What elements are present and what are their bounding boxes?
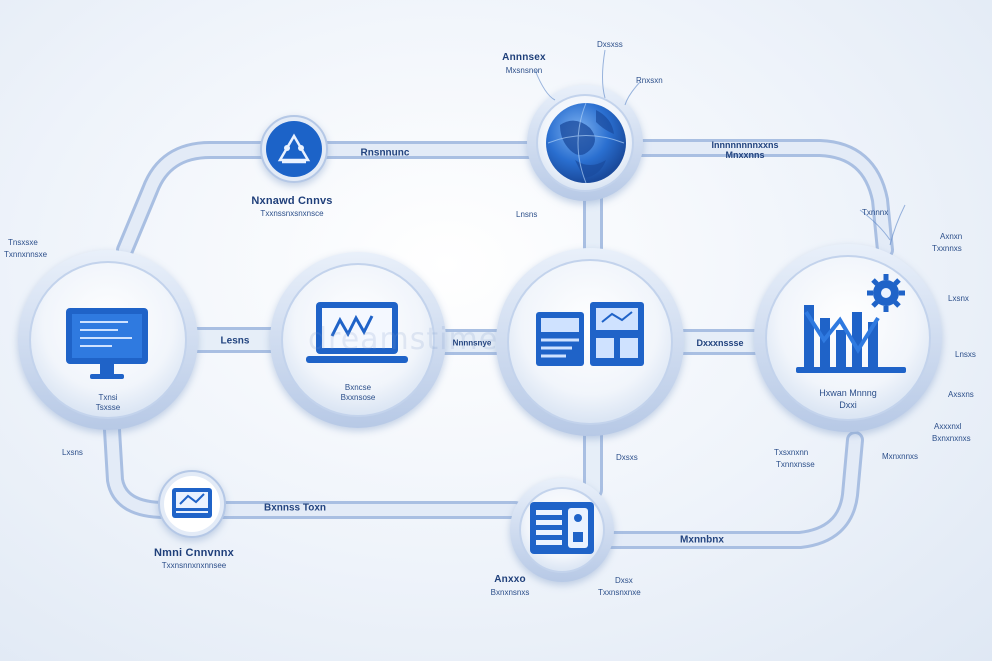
annotation-right-3: Axsxns — [948, 390, 974, 399]
connector-tracks — [103, 139, 894, 549]
annotation-top-right: Txnnnx — [862, 208, 889, 217]
chart-gear-sublabel: Dxxi — [839, 400, 857, 410]
connector-label-right: Dxxxnssse — [696, 338, 744, 348]
dashboard-icon — [536, 302, 644, 366]
annotation-globe-bottom: Lnsns — [516, 210, 538, 219]
annotation-right-4-sub: Bxnxnxnxs — [932, 434, 971, 443]
annotation-top-a: Dxsxss — [597, 40, 623, 49]
small-left-label: Nmni Cnnvnnx — [153, 547, 235, 559]
annotation-right-mid-sub: Txnnxnsse — [776, 460, 815, 469]
annotation-top-right-sub: Mxnxnnxs — [882, 452, 919, 461]
watermark-text: dreamstime — [308, 322, 499, 357]
laptop-sublabel: Bxxnsose — [340, 393, 376, 402]
monitor-left-label: Txnsi — [98, 393, 118, 402]
annotation-left-top-sub: Txnnxnnsxe — [4, 250, 48, 259]
decorative-lines — [534, 49, 906, 246]
board-icon — [172, 488, 212, 518]
connector-label-bottom: Bxnnss Toxn — [263, 502, 327, 514]
connector-label-top: Rnsnnunc — [360, 147, 410, 159]
blue-top-label: Nxnawd Cnnvs — [251, 195, 333, 207]
globe-label: Annnsex — [502, 52, 546, 63]
globe-icon — [546, 102, 626, 184]
annotation-right-1: Lxsnx — [948, 294, 969, 303]
chart-gear-icon — [796, 274, 906, 373]
annotation-right-mid: Txsxnxnn — [774, 448, 809, 457]
annotation-top-b: Rnxsxn — [636, 76, 663, 85]
connector-label-mid: Nnnnsnye — [452, 338, 492, 348]
panel-icon — [530, 502, 594, 554]
node-blue-top — [260, 115, 328, 183]
annotation-bottom-right: Dxsx — [615, 576, 633, 585]
blue-top-sublabel: Txxnssnxsnxnsce — [260, 209, 324, 218]
laptop-icon — [306, 302, 408, 363]
team-icon — [277, 133, 311, 164]
track-bottom-right — [601, 431, 864, 549]
chart-gear-label: Hxwan Mnnng — [819, 388, 877, 398]
monitor-icon — [66, 308, 148, 379]
connector-label-top-right: Innnnnnnnxxns Mnxxnns — [711, 140, 779, 160]
annotation-right-top: Axnxn — [940, 232, 963, 241]
bottom-mid-sublabel: Bxnxnsnxs — [490, 588, 530, 597]
connector-label-left: Lesns — [220, 335, 250, 347]
annotation-bottom-right-sub: Txxnsnxnxe — [598, 588, 641, 597]
globe-sublabel: Mxsnsnon — [505, 66, 543, 75]
small-left-sublabel: Txxnsnnxnxnnsee — [161, 561, 227, 570]
monitor-left-sublabel: Tsxsse — [95, 403, 121, 412]
annotation-center-bottom: Dxsxs — [616, 453, 638, 462]
annotation-right-4: Axxxnxl — [934, 422, 962, 431]
laptop-label: Bxncse — [344, 383, 372, 392]
annotation-left-top: Tnsxsxe — [8, 238, 38, 247]
annotation-left-bottom: Lxsns — [62, 448, 83, 457]
bottom-mid-label: Anxxo — [494, 574, 526, 585]
annotation-right-top-sub: Txxnnxs — [932, 244, 962, 253]
annotation-right-2: Lnsxs — [955, 350, 976, 359]
connector-label-bottom-right: Mxnnbnx — [680, 534, 724, 546]
track-top-right — [631, 139, 894, 259]
